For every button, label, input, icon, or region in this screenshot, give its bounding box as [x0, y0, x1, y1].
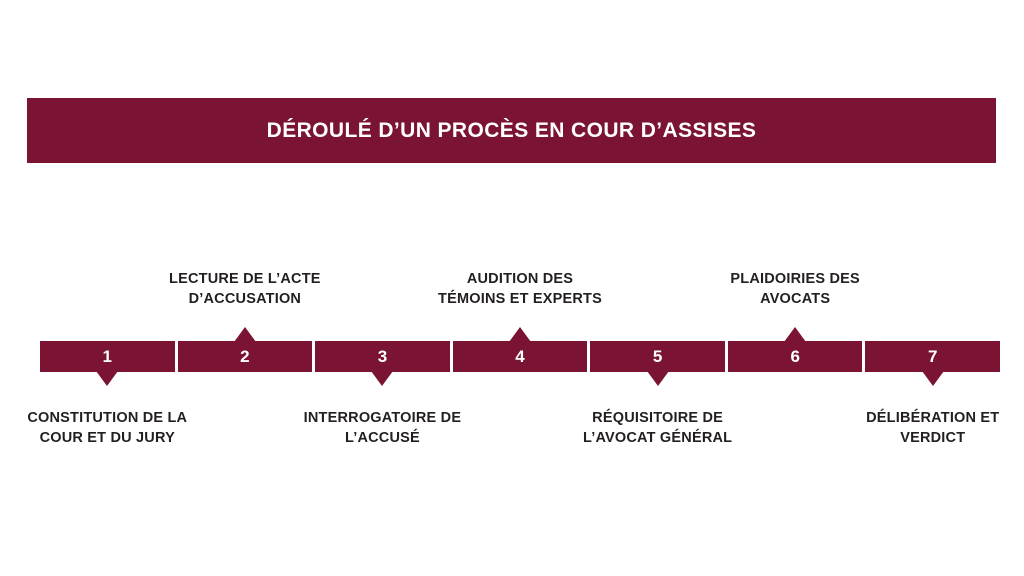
step-label: RÉQUISITOIRE DE L’AVOCAT GÉNÉRAL [582, 410, 733, 446]
timeline: 1 CONSTITUTION DE LA COUR ET DU JURY 2 L… [27, 271, 1001, 446]
step-label: LECTURE DE L’ACTE D’ACCUSATION [169, 271, 321, 307]
step-number: 3 [377, 346, 388, 366]
step-number: 4 [515, 346, 525, 366]
timeline-step-2: 2 LECTURE DE L’ACTE D’ACCUSATION [169, 271, 320, 372]
step-label: INTERROGATOIRE DE L’ACCUSÉ [303, 410, 462, 446]
step-label: PLAIDOIRIES DES AVOCATS [730, 271, 860, 307]
step-number: 1 [102, 346, 113, 366]
step-label: DÉLIBÉRATION ET VERDICT [866, 410, 1000, 446]
timeline-step-4: 4 AUDITION DES TÉMOINS ET EXPERTS [438, 271, 602, 372]
timeline-step-1: 1 CONSTITUTION DE LA COUR ET DU JURY [27, 341, 187, 446]
triangle-down-icon [96, 371, 119, 386]
triangle-down-icon [646, 371, 669, 386]
step-number: 5 [652, 346, 663, 366]
title-bar: DÉROULÉ D’UN PROCÈS EN COUR D’ASSISES [27, 98, 996, 163]
step-label: AUDITION DES TÉMOINS ET EXPERTS [438, 271, 602, 307]
triangle-up-icon [784, 327, 807, 342]
triangle-up-icon [509, 327, 532, 342]
timeline-step-5: 5 RÉQUISITOIRE DE L’AVOCAT GÉNÉRAL [583, 341, 732, 446]
step-number: 2 [240, 346, 250, 366]
page-title: DÉROULÉ D’UN PROCÈS EN COUR D’ASSISES [266, 118, 757, 142]
timeline-step-6: 6 PLAIDOIRIES DES AVOCATS [724, 271, 863, 372]
step-number: 6 [790, 346, 800, 366]
timeline-step-3: 3 INTERROGATOIRE DE L’ACCUSÉ [304, 341, 461, 446]
triangle-down-icon [371, 371, 394, 386]
step-number: 7 [928, 346, 938, 366]
timeline-step-7: 7 DÉLIBÉRATION ET VERDICT [862, 341, 1001, 446]
step-label: CONSTITUTION DE LA COUR ET DU JURY [27, 410, 188, 446]
triangle-down-icon [921, 371, 944, 386]
triangle-up-icon [233, 327, 256, 342]
